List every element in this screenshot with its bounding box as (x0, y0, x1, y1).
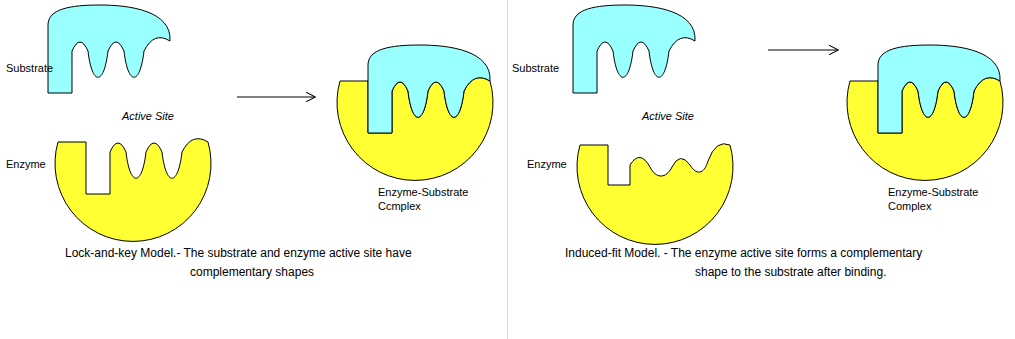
panel-divider (507, 0, 508, 339)
substrate-shape (573, 5, 695, 93)
shape-label: Enzyme (527, 158, 567, 172)
shape-label: Enzyme (6, 158, 46, 172)
region-label: Active Site (642, 110, 694, 124)
model-caption: Lock-and-key Model.- The substrate and e… (65, 244, 445, 282)
enzyme-shape (55, 139, 211, 242)
model-caption: Induced-fit Model. - The enzyme active s… (565, 244, 935, 282)
shape-label: Substrate (512, 62, 559, 76)
shape-label: Substrate (6, 62, 53, 76)
complex-substrate-shape (368, 45, 490, 133)
reaction-arrow (237, 97, 315, 98)
complex-substrate-shape (878, 45, 1000, 133)
region-label: Active Site (122, 110, 174, 124)
complex-label: Enzyme-Substrate Complex (888, 186, 992, 214)
reaction-arrow (768, 50, 838, 51)
enzyme-shape (577, 144, 733, 245)
complex-label: Enzyme-Substrate Ccmplex (378, 186, 482, 214)
substrate-shape (48, 5, 170, 93)
